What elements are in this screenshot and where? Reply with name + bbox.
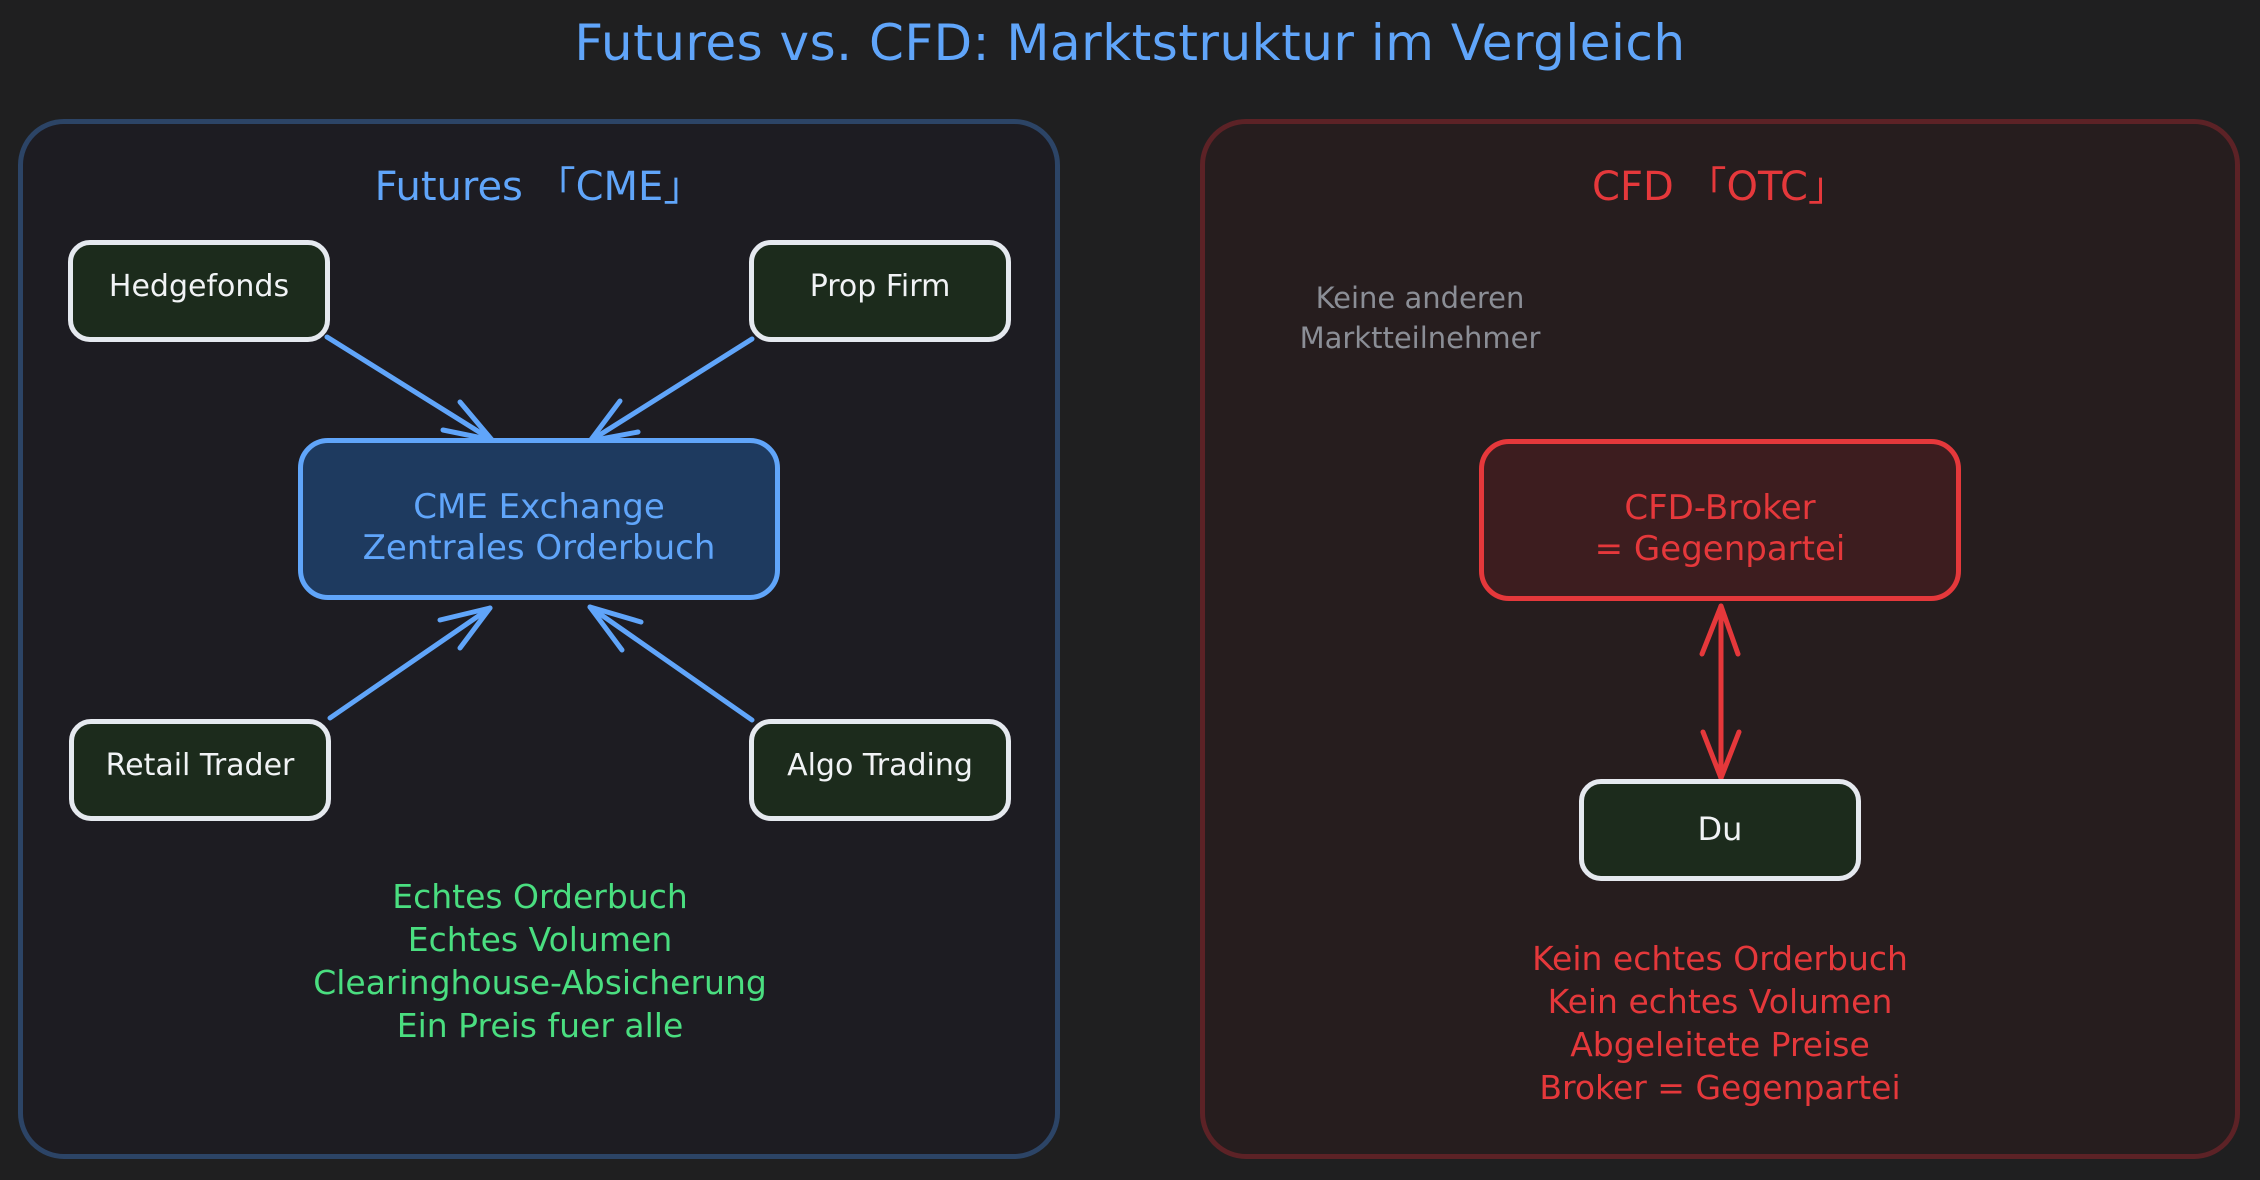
cfd-notes: Kein echtes Orderbuch Kein echtes Volume… <box>1480 937 1960 1109</box>
note-item: Clearinghouse-Absicherung <box>313 963 767 1002</box>
cfd-panel-title: CFD 「OTC」 <box>1592 164 1848 210</box>
futures-notes: Echtes Orderbuch Echtes Volumen Clearing… <box>300 875 780 1047</box>
note-item: Broker = Gegenpartei <box>1539 1068 1901 1107</box>
note-item: Abgeleitete Preise <box>1570 1025 1870 1064</box>
node-algo-trading[interactable]: Algo Trading <box>749 719 1011 821</box>
note-item: Echtes Orderbuch <box>392 877 688 916</box>
exchange-subtitle: Zentrales Orderbuch <box>362 528 716 568</box>
node-cfd-broker[interactable]: CFD-Broker = Gegenpartei <box>1479 439 1961 601</box>
broker-name: CFD-Broker <box>1624 488 1816 529</box>
note-item: Kein echtes Orderbuch <box>1532 939 1908 978</box>
node-prop-firm[interactable]: Prop Firm <box>749 240 1011 342</box>
cfd-hint-text: Keine anderen Marktteilnehmer <box>1280 278 1560 358</box>
note-item: Ein Preis fuer alle <box>396 1006 684 1045</box>
hint-line: Marktteilnehmer <box>1299 321 1541 355</box>
node-label: Du <box>1697 810 1743 848</box>
note-item: Kein echtes Volumen <box>1547 982 1893 1021</box>
note-item: Echtes Volumen <box>407 920 673 959</box>
futures-panel-title: Futures 「CME」 <box>374 164 704 210</box>
node-label: Retail Trader <box>105 748 295 783</box>
node-hedgefonds[interactable]: Hedgefonds <box>68 240 330 342</box>
node-label: Prop Firm <box>809 269 951 304</box>
node-label: Algo Trading <box>787 748 973 783</box>
exchange-name: CME Exchange <box>413 487 665 528</box>
node-label: Hedgefonds <box>108 269 290 304</box>
node-retail-trader[interactable]: Retail Trader <box>69 719 331 821</box>
diagram-title: Futures vs. CFD: Marktstruktur im Vergle… <box>574 14 1686 72</box>
broker-subtitle: = Gegenpartei <box>1594 529 1846 569</box>
node-cme-exchange[interactable]: CME Exchange Zentrales Orderbuch <box>298 438 780 600</box>
hint-line: Keine anderen <box>1315 281 1525 315</box>
node-du[interactable]: Du <box>1579 779 1861 881</box>
